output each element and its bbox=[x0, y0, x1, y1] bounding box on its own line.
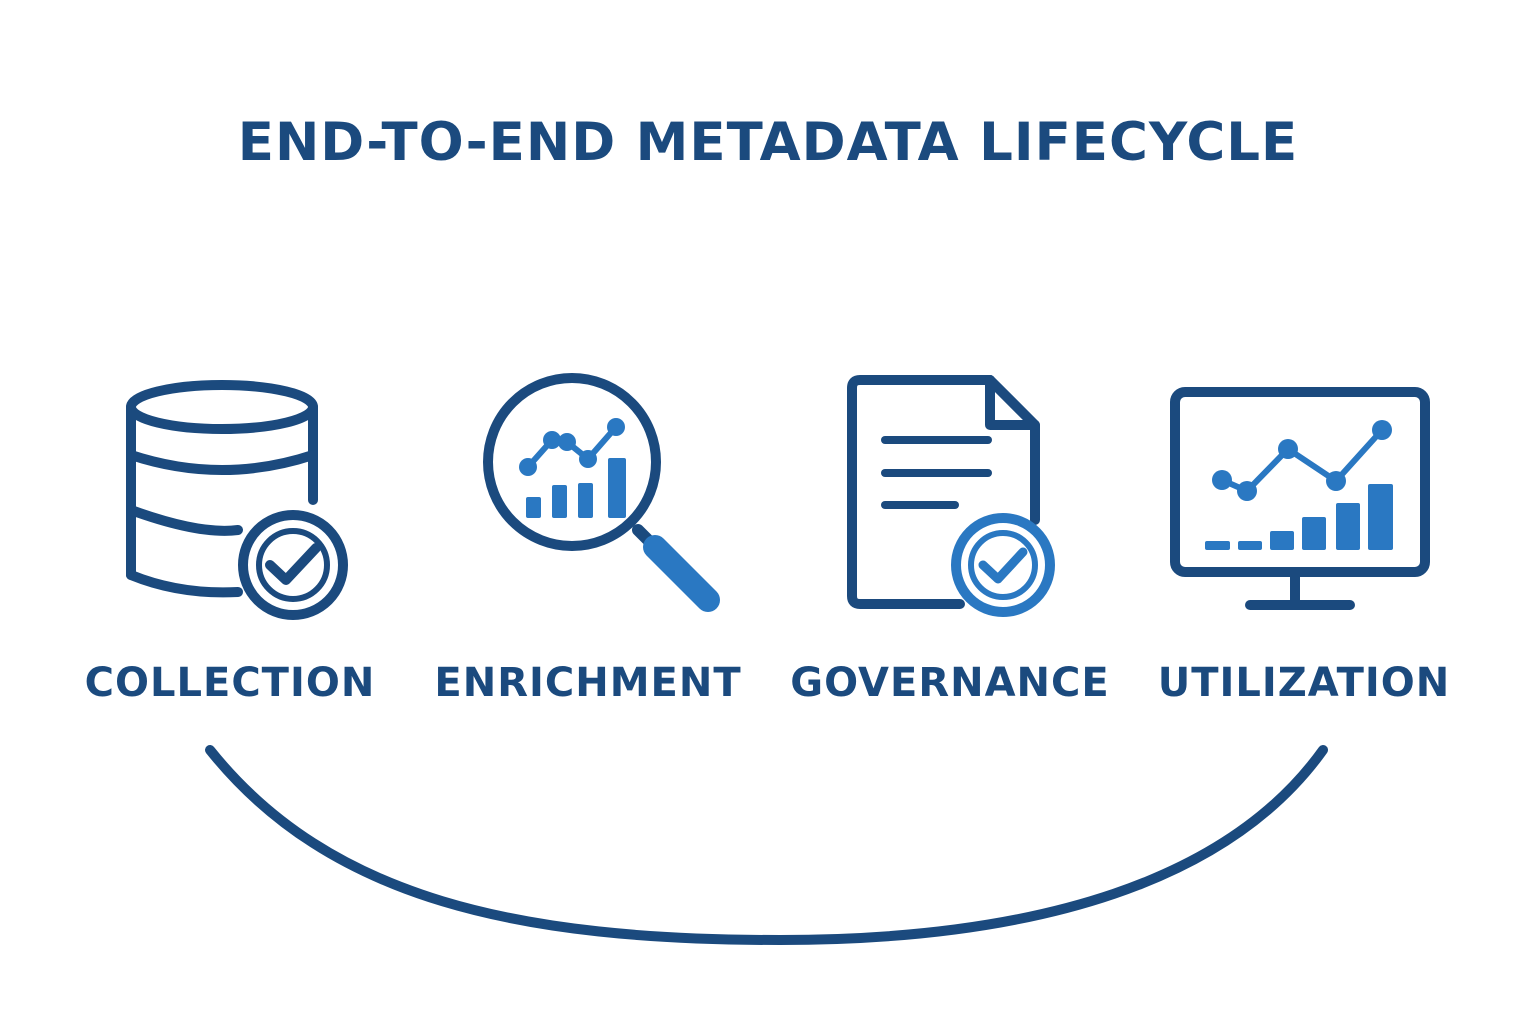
stage-utilization bbox=[1160, 360, 1460, 630]
stage-label-collection: COLLECTION bbox=[84, 660, 376, 706]
magnifier-chart-icon bbox=[483, 373, 720, 612]
database-check-icon bbox=[126, 380, 348, 620]
stage-governance bbox=[840, 360, 1140, 630]
stage-enrichment bbox=[470, 360, 770, 630]
stage-label-enrichment: ENRICHMENT bbox=[434, 660, 742, 706]
document-check-icon bbox=[847, 375, 1055, 617]
stage-label-governance: GOVERNANCE bbox=[790, 660, 1110, 706]
stage-collection bbox=[110, 360, 410, 630]
diagram-title: END-TO-END METADATA LIFECYCLE bbox=[237, 112, 1299, 173]
monitor-chart-icon bbox=[1170, 387, 1430, 610]
stage-label-utilization: UTILIZATION bbox=[1157, 660, 1451, 706]
